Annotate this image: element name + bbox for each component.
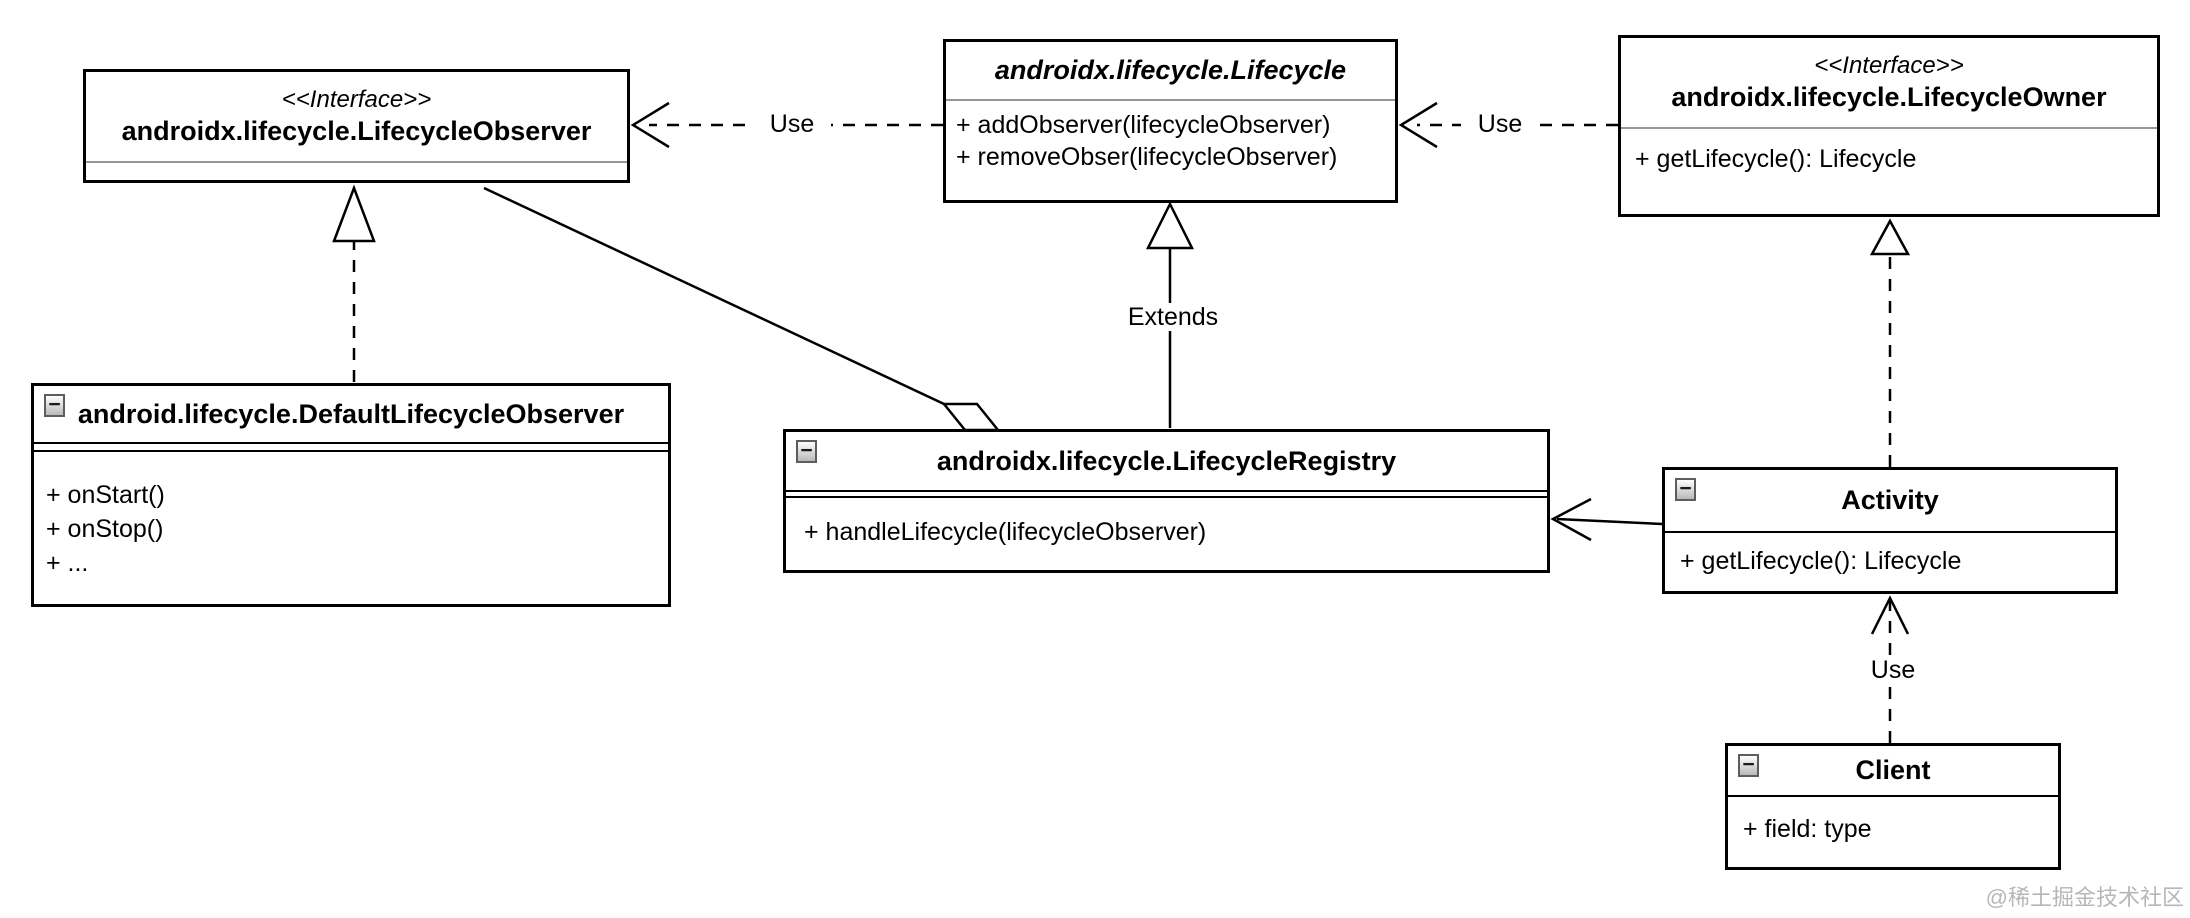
dependency-owner-to-lifecycle	[1398, 101, 1618, 149]
open-arrowhead-icon	[1398, 101, 1438, 149]
class-name: androidx.lifecycle.LifecycleObserver	[121, 116, 592, 146]
realization-activity-to-owner	[1869, 218, 1911, 467]
class-box-client: − Client + field: type	[1725, 743, 2061, 870]
methods-compartment: + getLifecycle(): Lifecycle	[1665, 531, 2115, 577]
class-title: − androidx.lifecycle.LifecycleRegistry	[786, 432, 1547, 490]
class-name: androidx.lifecycle.LifecycleRegistry	[936, 445, 1397, 476]
dependency-lifecycle-to-observer	[630, 101, 943, 149]
method-item: + onStart()	[46, 481, 165, 509]
collapse-minus-icon[interactable]: −	[796, 440, 817, 463]
class-name: Activity	[1841, 485, 1939, 515]
hollow-diamond-icon	[941, 402, 1001, 432]
method-item: + getLifecycle(): Lifecycle	[1680, 547, 1962, 575]
solid-line	[1556, 517, 1663, 526]
edge-label-extends: Extends	[1108, 303, 1238, 331]
class-box-default-lifecycle-observer: − android.lifecycle.DefaultLifecycleObse…	[31, 383, 671, 607]
method-item: + onStop()	[46, 515, 164, 543]
class-name: Client	[1855, 755, 1931, 785]
collapse-minus-icon[interactable]: −	[44, 394, 65, 417]
class-title: − Client	[1728, 746, 2058, 795]
solid-line	[483, 186, 945, 406]
aggregation-registry-to-observer	[483, 186, 1001, 432]
method-item: + handleLifecycle(lifecycleObserver)	[804, 518, 1207, 546]
open-arrowhead-icon	[1870, 595, 1910, 635]
empty-attributes-compartment	[34, 442, 668, 452]
class-box-lifecycle-registry: − androidx.lifecycle.LifecycleRegistry +…	[783, 429, 1550, 573]
open-arrowhead-icon	[630, 101, 670, 149]
generalization-registry-to-lifecycle	[1145, 201, 1195, 428]
method-item: + ...	[46, 549, 89, 577]
class-title: <<Interface>> androidx.lifecycle.Lifecyc…	[86, 72, 627, 161]
open-arrowhead-icon	[1550, 497, 1592, 542]
hollow-triangle-icon	[1869, 218, 1911, 256]
class-box-lifecycle-observer: <<Interface>> androidx.lifecycle.Lifecyc…	[83, 69, 630, 183]
edge-label-use-right: Use	[1461, 110, 1539, 138]
class-box-lifecycle: androidx.lifecycle.Lifecycle + addObserv…	[943, 39, 1398, 203]
association-activity-to-registry	[1550, 497, 1663, 542]
stereotype-label: <<Interface>>	[281, 86, 432, 113]
hollow-triangle-icon	[1145, 201, 1195, 250]
methods-compartment: + field: type	[1728, 795, 2058, 845]
method-item: + getLifecycle(): Lifecycle	[1635, 145, 1917, 173]
collapse-minus-icon[interactable]: −	[1675, 478, 1696, 501]
class-box-lifecycle-owner: <<Interface>> androidx.lifecycle.Lifecyc…	[1618, 35, 2160, 217]
class-title: androidx.lifecycle.Lifecycle	[946, 42, 1395, 99]
methods-compartment: + addObserver(lifecycleObserver) + remov…	[946, 99, 1395, 173]
class-title: − android.lifecycle.DefaultLifecycleObse…	[34, 386, 668, 442]
methods-compartment: + getLifecycle(): Lifecycle	[1621, 127, 2157, 175]
collapse-minus-icon[interactable]: −	[1738, 754, 1759, 777]
realization-default-observer-to-observer	[332, 184, 376, 382]
class-name: android.lifecycle.DefaultLifecycleObserv…	[77, 398, 625, 429]
class-title: <<Interface>> androidx.lifecycle.Lifecyc…	[1621, 38, 2157, 127]
class-name: androidx.lifecycle.LifecycleOwner	[1671, 82, 2107, 112]
empty-attributes-compartment	[786, 490, 1547, 498]
class-name: androidx.lifecycle.Lifecycle	[994, 55, 1347, 85]
hollow-triangle-icon	[332, 184, 376, 243]
stereotype-label: <<Interface>>	[1814, 52, 1964, 79]
methods-compartment: + onStart() + onStop() + ...	[34, 452, 668, 580]
empty-compartment	[86, 161, 627, 179]
method-item: + field: type	[1743, 815, 1872, 843]
method-item: + addObserver(lifecycleObserver)	[956, 111, 1331, 139]
methods-compartment: + handleLifecycle(lifecycleObserver)	[786, 498, 1547, 548]
edge-label-use-left: Use	[753, 110, 831, 138]
class-box-activity: − Activity + getLifecycle(): Lifecycle	[1662, 467, 2118, 594]
class-title: − Activity	[1665, 470, 2115, 531]
method-item: + removeObser(lifecycleObserver)	[956, 143, 1338, 171]
edge-label-use-bottom: Use	[1854, 656, 1932, 684]
watermark: @稀土掘金技术社区	[1985, 885, 2184, 910]
